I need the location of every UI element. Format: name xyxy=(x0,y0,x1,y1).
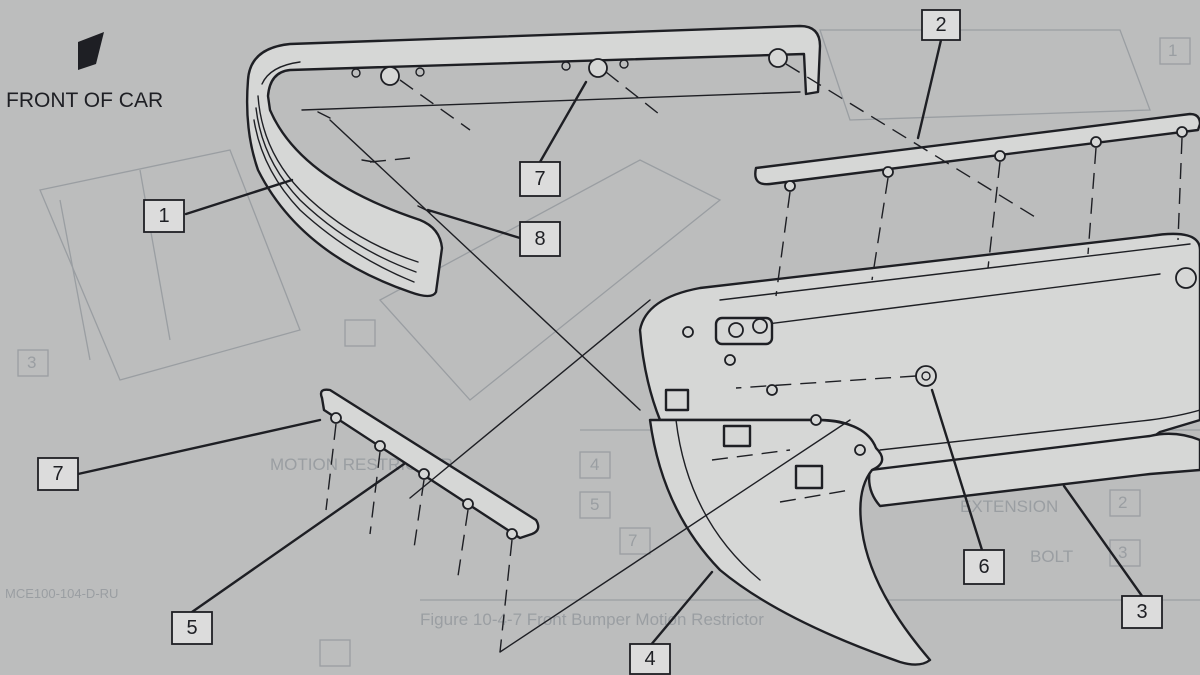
ghost-code: MCE100-104-D-RU xyxy=(5,586,118,601)
callout-2-text: 2 xyxy=(935,14,946,36)
ghost-bolt: BOLT xyxy=(1030,547,1073,566)
ghost-caption: Figure 10-4-7 Front Bumper Motion Restri… xyxy=(420,610,764,629)
ghost-number-4: 4 xyxy=(590,455,599,474)
callout-3-text: 3 xyxy=(1136,601,1147,623)
ghost-number-5: 5 xyxy=(590,495,599,514)
part-3-impact-bar xyxy=(638,232,1200,508)
part-4-extension xyxy=(648,316,932,666)
callout-3: 3 xyxy=(1121,595,1163,629)
callout-5-text: 5 xyxy=(186,617,197,639)
ghost-number-7: 7 xyxy=(628,531,637,550)
callout-4: 4 xyxy=(629,643,671,675)
part-1-fascia xyxy=(245,24,822,298)
ghost-number-3: 3 xyxy=(27,353,36,372)
callout-7-top: 7 xyxy=(519,161,561,197)
part-6-nut xyxy=(915,365,937,387)
callout-4-text: 4 xyxy=(644,648,655,670)
assembly-lines xyxy=(325,63,1183,653)
callout-7-left-text: 7 xyxy=(52,463,63,485)
callout-8: 8 xyxy=(519,221,561,257)
callout-1: 1 xyxy=(143,199,185,233)
ghost-number-2: 2 xyxy=(1118,493,1127,512)
ghost-extension: EXTENSION xyxy=(960,497,1058,516)
front-of-car-label: FRONT OF CAR xyxy=(6,89,163,112)
callout-7-left: 7 xyxy=(37,457,79,491)
ghost-number-3b: 3 xyxy=(1118,543,1127,562)
callout-5: 5 xyxy=(171,611,213,645)
part-2-upper-strip xyxy=(754,112,1200,192)
callout-1-text: 1 xyxy=(158,205,169,227)
callout-2: 2 xyxy=(921,9,961,41)
callout-6: 6 xyxy=(963,549,1005,585)
ghost-number-1: 1 xyxy=(1168,41,1177,60)
callout-7-top-text: 7 xyxy=(534,168,545,190)
part-5-lower-strip xyxy=(319,388,540,540)
callout-6-text: 6 xyxy=(978,556,989,578)
callout-8-text: 8 xyxy=(534,228,545,250)
leader-lines xyxy=(76,38,1144,648)
front-direction-arrow-icon xyxy=(78,32,104,70)
